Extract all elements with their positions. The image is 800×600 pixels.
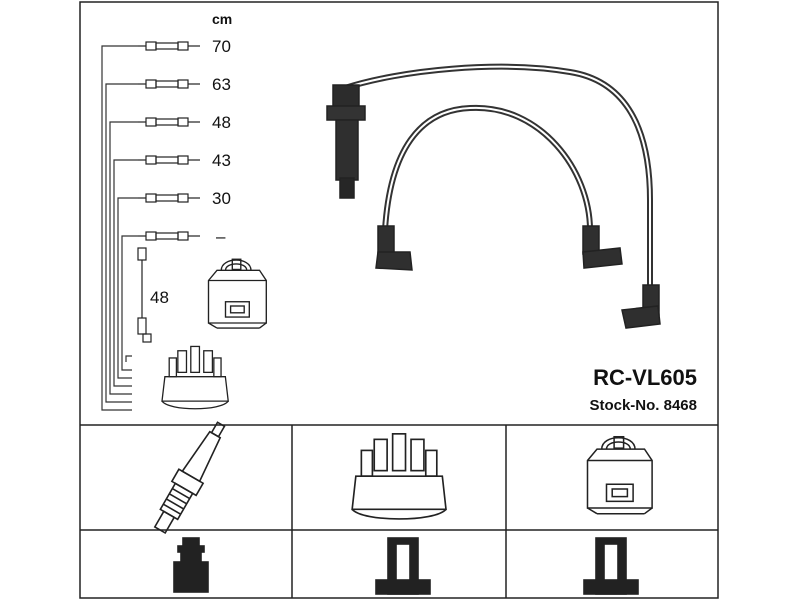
cable-connector-icon [138,155,200,165]
angled-boot-icon [375,225,413,271]
cable-length-label: 48 [212,113,231,132]
coil-terminal-icon [583,537,639,595]
cable-connector-icon [138,41,200,51]
cable-row-5: 30 [138,189,231,208]
cable-row-2: 63 [138,75,231,94]
cable-length-label: 30 [212,189,231,208]
plug-terminal-icon [173,537,209,593]
cable-connector-icon [138,231,200,241]
cable-row-4: 43 [138,151,231,170]
ignition-coil-icon [586,435,653,515]
cable-assembly [326,63,661,329]
frame [79,1,719,599]
cable-length-label: 70 [212,37,231,56]
cable-row-1: 70 [138,37,231,56]
model-number: RC-VL605 [593,365,697,390]
stock-number: Stock-No. 8468 [589,397,697,414]
coil-lead-length-label: 48 [150,288,169,307]
cable-length-label: 63 [212,75,231,94]
cable-length-label: 43 [212,151,231,170]
cable-bundle [101,45,138,411]
ignition-coil-icon [207,258,267,329]
cable-connector-icon [138,79,200,89]
cable-connector-icon [138,117,200,127]
distributor-cap-icon [351,433,447,520]
outer-border [79,1,719,599]
cable-row-6: – [138,227,226,246]
distributor-cap-icon [161,345,229,410]
cable-length-label: – [216,227,226,246]
plug-boot-icon [326,84,366,199]
unit-label: cm [212,11,232,27]
spark-plug-icon [153,421,226,535]
cable-connector-icon [138,193,200,203]
cap-terminal-icon [375,537,431,595]
coil-lead [137,247,152,343]
cable-row-3: 48 [138,113,231,132]
angled-boot-icon [621,284,661,329]
angled-boot-icon [582,225,623,269]
